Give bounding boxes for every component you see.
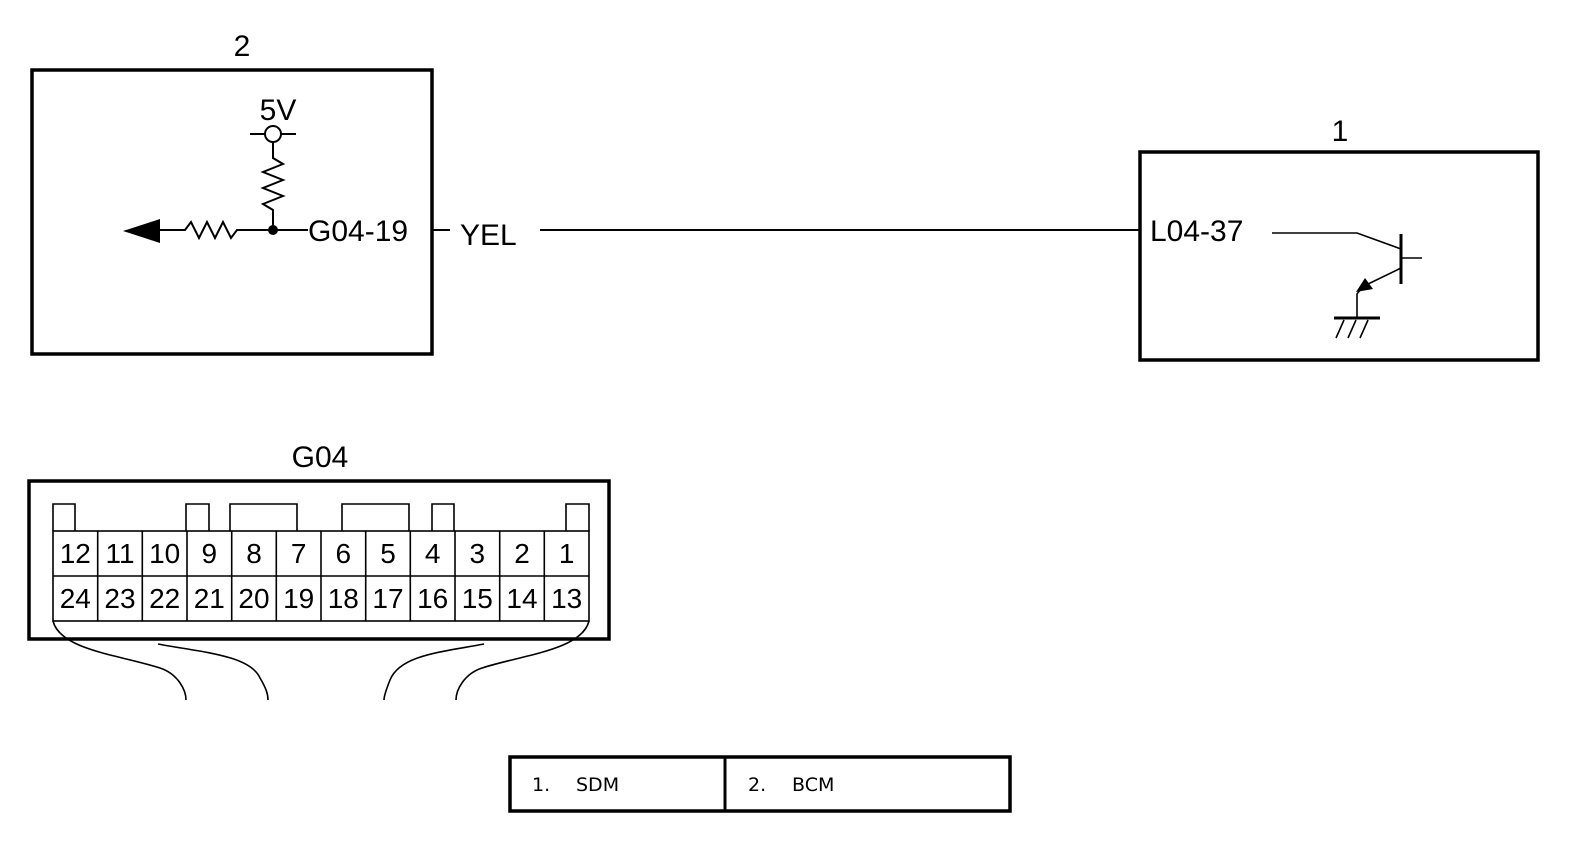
pin-number: 16 (417, 583, 448, 614)
connector-name: G04 (292, 441, 349, 474)
input-resistor-icon (160, 219, 273, 241)
connector-keys (52, 503, 590, 531)
pin-number: 3 (470, 538, 486, 569)
sdm-component-number: 1 (1332, 115, 1349, 148)
pin-number: 19 (283, 583, 314, 614)
pin-number: 5 (380, 538, 396, 569)
connector-housing (27, 479, 611, 641)
pin-number: 10 (149, 538, 180, 569)
ground-icon (1334, 316, 1380, 339)
bcm-component: 2 5V G04-19 (30, 30, 434, 356)
legend-1-number: 1. (532, 774, 550, 796)
pin-number: 4 (425, 538, 441, 569)
bcm-component-number: 2 (234, 30, 251, 63)
wire-color-label: YEL (460, 219, 517, 252)
pin-number: 11 (105, 538, 134, 569)
pin-number: 24 (60, 583, 91, 614)
pin-grid (52, 530, 590, 622)
pin-number: 23 (104, 583, 135, 614)
signal-arrow-icon (123, 219, 160, 243)
pin-number: 2 (514, 538, 530, 569)
legend-2-number: 2. (748, 774, 766, 796)
pin-number: 17 (372, 583, 403, 614)
legend-2-name: BCM (792, 774, 834, 796)
pin-number: 15 (462, 583, 493, 614)
harness-curves-icon (52, 620, 590, 701)
pin-number: 22 (149, 583, 180, 614)
legend-1-name: SDM (576, 774, 619, 796)
sdm-component: 1 L04-37 (1138, 115, 1540, 362)
bcm-pin-label: G04-19 (308, 215, 408, 248)
sdm-pin-label: L04-37 (1150, 215, 1243, 248)
pin-number: 6 (336, 538, 352, 569)
pin-number: 9 (202, 538, 218, 569)
transistor-icon (1272, 232, 1422, 318)
pin-number: 1 (559, 538, 575, 569)
pin-number: 18 (328, 583, 359, 614)
pin-number: 13 (551, 583, 582, 614)
pin-number: 7 (291, 538, 307, 569)
pin-number: 12 (60, 538, 91, 569)
sdm-box (1138, 150, 1540, 362)
supply-terminal-icon (250, 125, 296, 143)
supply-voltage-label: 5V (260, 94, 297, 127)
pin-number: 20 (238, 583, 269, 614)
pin-number: 14 (506, 583, 537, 614)
bcm-box (30, 68, 434, 356)
legend-table: 1. SDM 2. BCM (508, 755, 1012, 813)
pin-number: 8 (246, 538, 262, 569)
pin-number: 21 (194, 583, 225, 614)
pullup-resistor-icon (260, 142, 286, 230)
connector-g04: G04 12 11 10 (27, 441, 611, 701)
